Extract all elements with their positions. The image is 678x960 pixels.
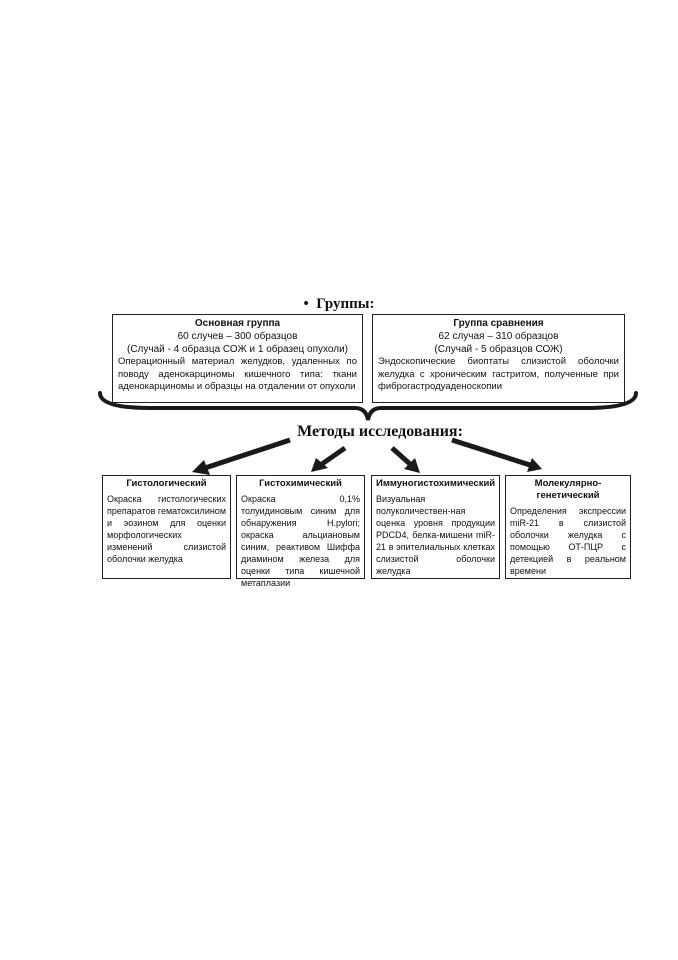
- grouping-brace: [98, 391, 638, 421]
- comparison-group-title: Группа сравнения: [453, 318, 544, 329]
- method-immunohistochemical-description: Визуальная полуколичествен-ная оценка ур…: [376, 494, 495, 576]
- comparison-group-per-case: (Случай - 5 образцов СОЖ): [434, 344, 563, 355]
- arrow-to-histochemical: [320, 445, 347, 467]
- method-immunohistochemical-title: Иммуногистохимический: [376, 478, 496, 489]
- arrow-to-histological: [204, 437, 291, 471]
- arrowhead-molecular-genetic-icon: [527, 458, 542, 472]
- method-histochemical-title: Гистохимический: [259, 478, 342, 489]
- method-histological-box: Гистологический Окраска гистологических …: [102, 475, 231, 579]
- methods-heading: Методы исследования:: [297, 423, 463, 440]
- groups-heading: • Группы:: [0, 296, 678, 313]
- comparison-group-count: 62 случая – 310 образцов: [438, 331, 559, 342]
- arrowhead-histochemical-icon: [311, 458, 328, 472]
- method-histological-description: Окраска гистологических препаратов гемат…: [107, 494, 227, 564]
- arrow-to-immunohistochemical: [390, 446, 412, 466]
- bullet-icon: •: [303, 296, 309, 312]
- method-histological-title: Гистологический: [126, 478, 207, 489]
- arrowhead-immunohistochemical-icon: [404, 458, 420, 473]
- groups-heading-text: Группы:: [316, 296, 375, 312]
- method-histochemical-description: Окраска 0,1% толуидиновым синим для обна…: [241, 494, 360, 588]
- method-molecular-genetic-description: Определения экспрессии miR-21 в слизисто…: [510, 506, 626, 576]
- main-group-count: 60 случев – 300 образцов: [177, 331, 298, 342]
- method-histochemical-box: Гистохимический Окраска 0,1% толуидиновы…: [236, 475, 365, 588]
- main-group-description: Операционный материал желудков, удаленны…: [118, 356, 357, 392]
- method-molecular-genetic-title: Молекулярно-генетический: [534, 478, 602, 501]
- main-group-title: Основная группа: [194, 318, 281, 329]
- arrow-to-molecular-genetic: [451, 437, 531, 468]
- arrowhead-histological-icon: [192, 460, 210, 475]
- comparison-group-description: Эндоскопические биоптаты слизистой оболо…: [378, 356, 619, 392]
- method-immunohistochemical-box: Иммуногистохимический Визуальная полукол…: [371, 475, 500, 579]
- comparison-group-box: Группа сравнения 62 случая – 310 образцо…: [372, 314, 625, 403]
- main-group-box: Основная группа 60 случев – 300 образцов…: [112, 314, 363, 403]
- main-group-per-case: (Случай - 4 образца СОЖ и 1 образец опух…: [127, 344, 348, 355]
- method-molecular-genetic-box: Молекулярно-генетический Определения экс…: [505, 475, 631, 579]
